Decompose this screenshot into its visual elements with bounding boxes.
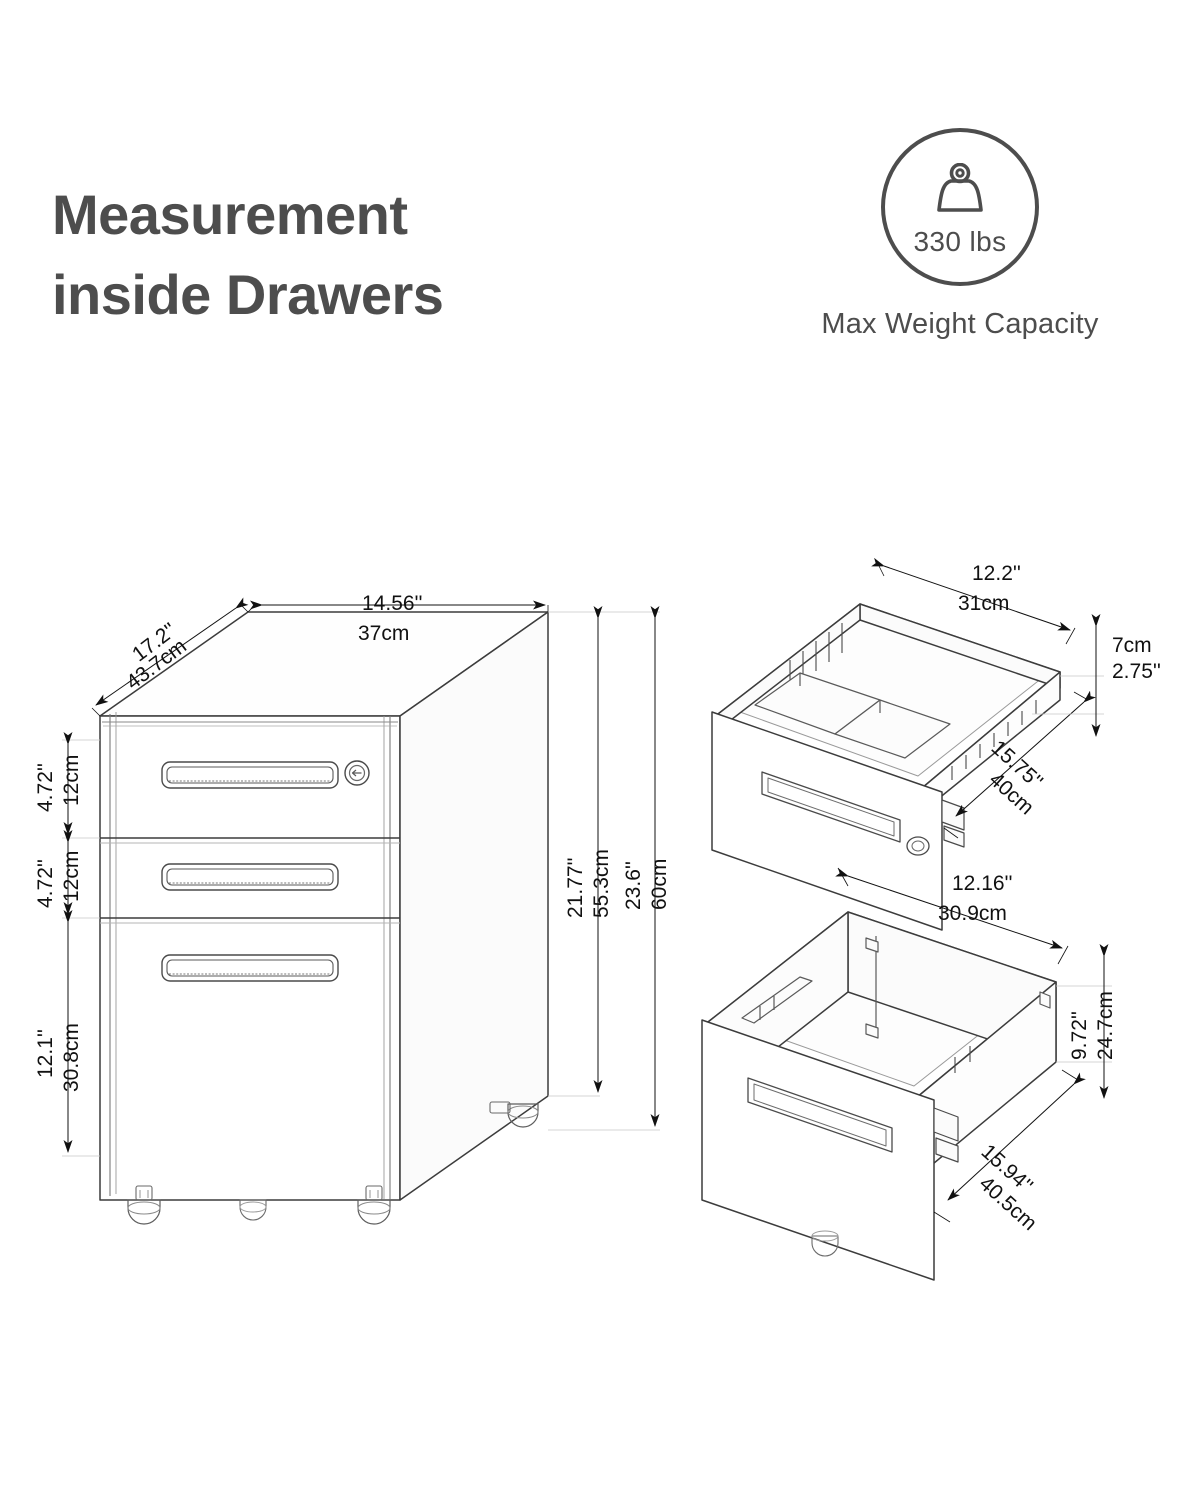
- label-file-height-cm: 24.7cm: [1094, 991, 1117, 1060]
- lock-icon: [344, 760, 370, 786]
- label-file-height-in: 9.72'': [1068, 1011, 1091, 1060]
- label-drawer3-height-cm: 30.8cm: [60, 1023, 83, 1092]
- page-title: Measurement inside Drawers: [52, 183, 444, 326]
- caster-front-left: [127, 1185, 161, 1225]
- weight-icon: [929, 162, 991, 224]
- badge-caption: Max Weight Capacity: [821, 308, 1099, 340]
- badge-value: 330 lbs: [913, 225, 1007, 257]
- label-pencil-height-cm: 7cm: [1112, 634, 1152, 657]
- cabinet-body: [99, 611, 549, 1201]
- label-total-height-in: 23.6'': [622, 861, 645, 910]
- drawer-handle-top: [161, 761, 339, 789]
- label-file-width-cm: 30.9cm: [938, 902, 1007, 925]
- label-body-height-in: 21.77'': [564, 857, 587, 918]
- label-pencil-width-in: 12.2'': [972, 562, 1021, 585]
- dim-pencil-height: [1032, 614, 1104, 737]
- label-body-height-cm: 55.3cm: [590, 849, 613, 918]
- label-file-width-in: 12.16'': [952, 872, 1013, 895]
- drawer-handle-bottom: [161, 954, 339, 982]
- label-drawer2-height-in: 4.72'': [34, 859, 57, 908]
- drawer-handle-middle: [161, 863, 339, 891]
- label-drawer2-height-cm: 12cm: [60, 850, 83, 902]
- label-cabinet-width-cm: 37cm: [358, 622, 410, 645]
- label-pencil-width-cm: 31cm: [958, 592, 1010, 615]
- file-drawer-caster: [811, 1230, 839, 1257]
- label-pencil-height-in: 2.75'': [1112, 660, 1161, 683]
- caster-front-right: [357, 1185, 391, 1225]
- label-drawer1-height-cm: 12cm: [60, 754, 83, 806]
- label-total-height-cm: 60cm: [648, 858, 671, 910]
- file-drawer: [701, 911, 1057, 1281]
- caster-front-mid: [239, 1199, 267, 1221]
- caster-rear-right: [489, 1101, 539, 1128]
- label-drawer3-height-in: 12.1'': [34, 1029, 57, 1078]
- label-cabinet-width-in: 14.56'': [362, 592, 423, 615]
- badge-circle: 330 lbs: [881, 128, 1039, 286]
- pencil-drawer-lock-icon: [906, 836, 930, 856]
- label-drawer1-height-in: 4.72'': [34, 763, 57, 812]
- max-weight-badge: 330 lbs Max Weight Capacity: [790, 128, 1130, 341]
